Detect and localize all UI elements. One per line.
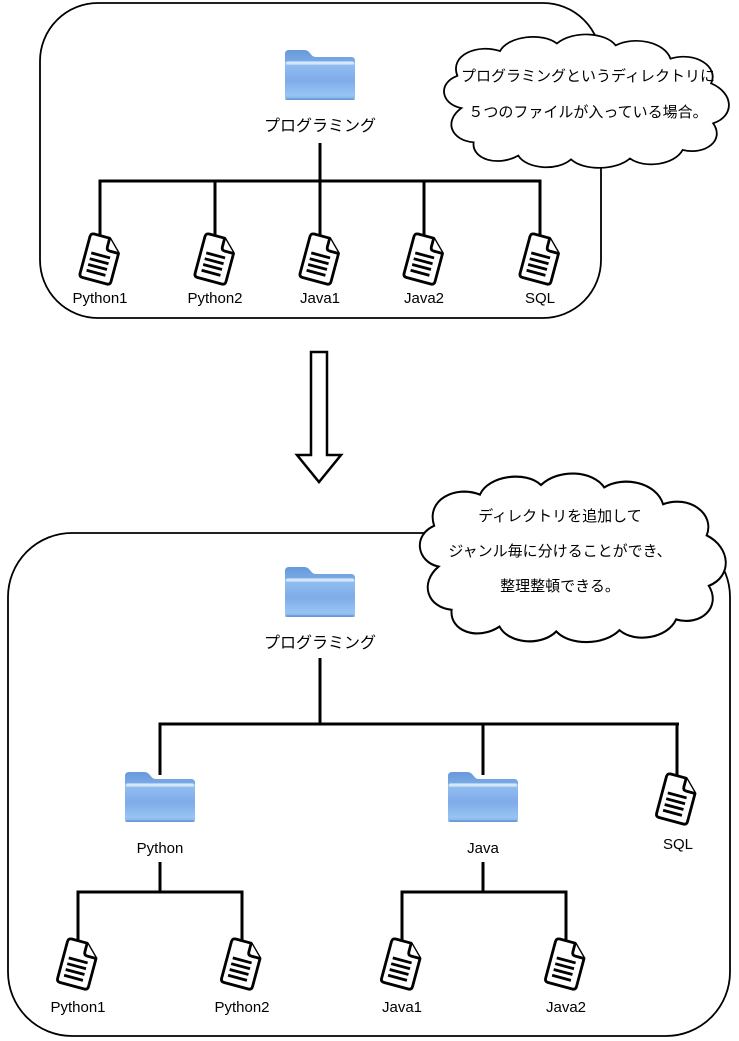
folder-label-programming-after: プログラミング bbox=[264, 634, 376, 652]
folder-label-programming-before: プログラミング bbox=[264, 117, 376, 135]
callout-cloud-before bbox=[443, 33, 730, 169]
down-arrow-icon bbox=[294, 350, 344, 484]
file-label-sql-before: SQL bbox=[525, 290, 555, 307]
folder-icon-programming-before bbox=[285, 50, 355, 100]
folder-icon-python bbox=[125, 772, 195, 822]
file-label-python2-before: Python2 bbox=[187, 290, 242, 307]
tree-connector-python bbox=[76, 862, 244, 943]
file-label-java2-after: Java2 bbox=[546, 999, 586, 1016]
file-label-sql-after: SQL bbox=[663, 836, 693, 853]
callout-after-line3: 整理整頓できる。 bbox=[500, 578, 620, 595]
tree-connector-java bbox=[400, 862, 568, 943]
folder-icon-java bbox=[448, 772, 518, 822]
callout-before-line2: ５つのファイルが入っている場合。 bbox=[468, 104, 707, 121]
callout-after-line2: ジャンル毎に分けることができ、 bbox=[448, 543, 671, 560]
tree-connector-before bbox=[98, 143, 542, 238]
folder-label-java: Java bbox=[467, 840, 499, 857]
file-label-java1-before: Java1 bbox=[300, 290, 340, 307]
file-label-python1-before: Python1 bbox=[72, 290, 127, 307]
file-label-python1-after: Python1 bbox=[50, 999, 105, 1016]
callout-after-line1: ディレクトリを追加して bbox=[478, 507, 642, 525]
file-label-java1-after: Java1 bbox=[382, 999, 422, 1016]
panel-after bbox=[7, 532, 731, 1037]
tree-connector-after-root bbox=[158, 658, 679, 778]
callout-before-line1: プログラミングというディレクトリに bbox=[461, 67, 715, 85]
folder-icon-programming-after bbox=[285, 567, 355, 617]
file-label-java2-before: Java2 bbox=[404, 290, 444, 307]
folder-label-python: Python bbox=[137, 840, 184, 857]
file-label-python2-after: Python2 bbox=[214, 999, 269, 1016]
